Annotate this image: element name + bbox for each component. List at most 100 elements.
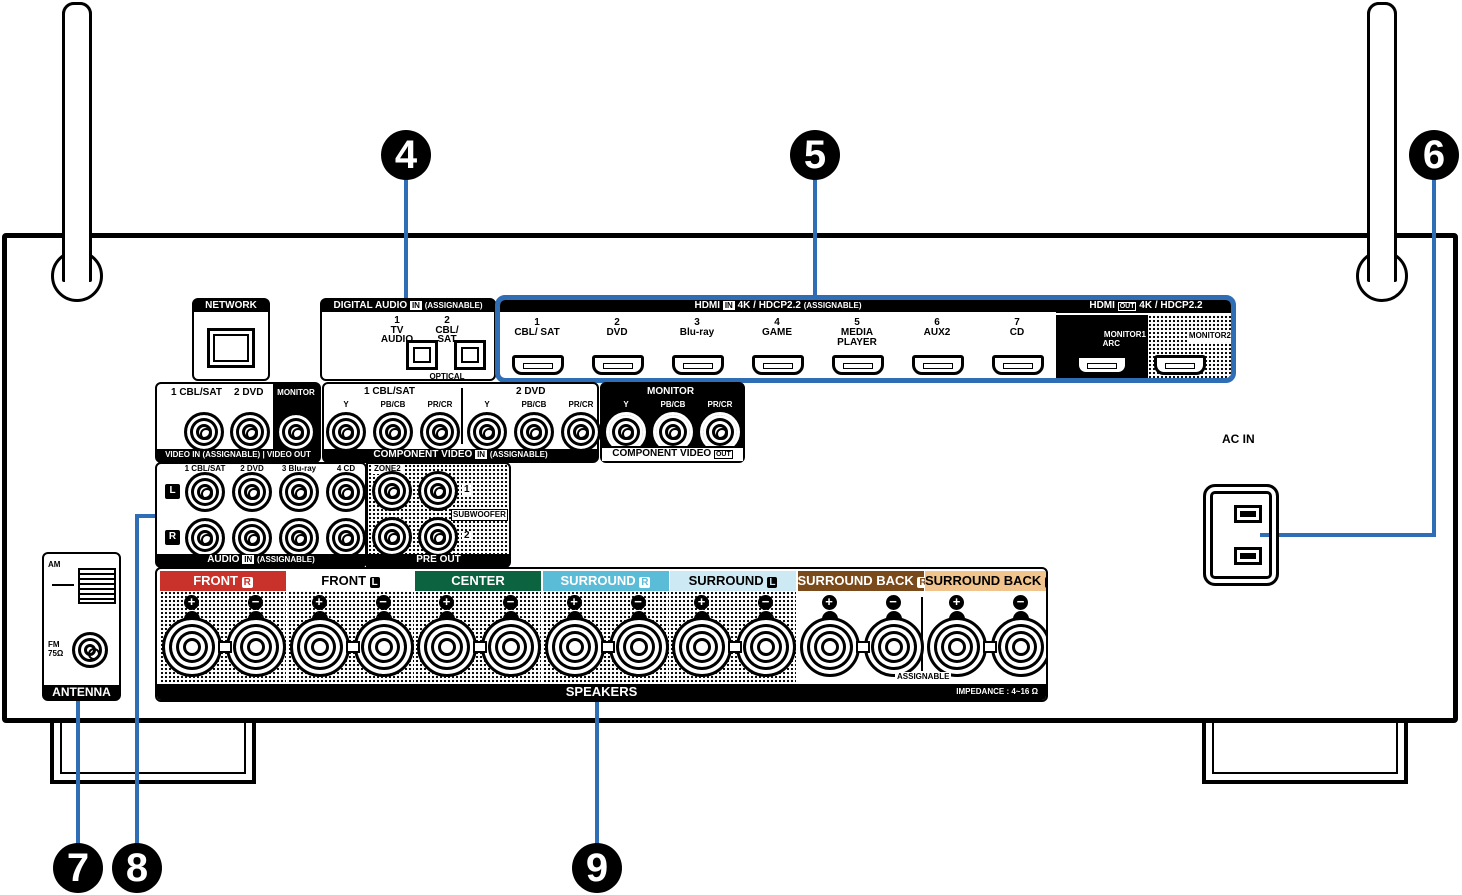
plus-icon: + (439, 595, 454, 610)
hdmi-out-monitor1-port[interactable] (1076, 355, 1128, 375)
ethernet-port[interactable] (207, 328, 255, 368)
video-label-2: 2 DVD (234, 387, 264, 398)
side-badge: R (917, 577, 929, 588)
speaker-terminal-1-minus[interactable] (226, 617, 286, 677)
component-in-channel-label: PR/CR (568, 400, 594, 409)
minus-icon: − (758, 595, 773, 610)
optical-1-num: 1 (394, 315, 400, 326)
component-in-jack[interactable] (467, 412, 507, 452)
video-in-jack-1[interactable] (184, 412, 224, 452)
subwoofer-jack-1[interactable] (418, 471, 458, 511)
speaker-terminal-2-minus[interactable] (353, 617, 414, 677)
hdmi-in-port-7[interactable] (992, 355, 1044, 375)
hdmi-out-title: HDMI OUT 4K / HDCP2.2 (1056, 300, 1231, 313)
hdmi-in-port-5[interactable] (832, 355, 884, 375)
audio-in-jack-r-3[interactable] (279, 518, 319, 558)
callout-line-8 (135, 514, 139, 850)
hdmi-in-port-4[interactable] (752, 355, 804, 375)
plus-icon: + (184, 595, 199, 610)
video-label-1: 1 CBL/SAT (171, 387, 222, 398)
terminal-link (728, 641, 742, 653)
speaker-terminal-4-minus[interactable] (608, 617, 669, 677)
hdmi-in-port-1[interactable] (512, 355, 564, 375)
zone2-jack-r[interactable] (372, 517, 412, 557)
component-in-jack[interactable] (561, 412, 601, 452)
audio-in-jack-l-4[interactable] (326, 472, 366, 512)
zone2-label: ZONE2 (372, 464, 403, 474)
side-badge: L (767, 577, 778, 588)
audio-in-jack-l-3[interactable] (279, 472, 319, 512)
audio-in-jack-l-2[interactable] (232, 472, 272, 512)
hdmi-in-port-2[interactable] (592, 355, 644, 375)
speaker-terminal-1-plus[interactable] (162, 617, 222, 677)
component-in-channel-label: PB/CB (380, 400, 406, 409)
antenna-left-rod (62, 2, 92, 282)
callout-5: 5 (790, 130, 840, 180)
minus-icon: − (885, 595, 901, 610)
speaker-terminal-4-plus[interactable] (544, 617, 605, 677)
side-badge: L (369, 577, 380, 588)
callout-line-4 (404, 175, 408, 298)
plus-icon: + (694, 595, 709, 610)
side-badge: L (1044, 577, 1046, 588)
component-group-2: 2 DVD (516, 386, 546, 397)
component-in-jack[interactable] (373, 412, 413, 452)
video-out-jack[interactable] (276, 412, 316, 452)
audio-left-badge: L (165, 484, 180, 499)
minus-icon: − (503, 595, 518, 610)
speaker-header-2: FRONT L (287, 571, 414, 591)
video-in-jack-2[interactable] (230, 412, 270, 452)
speaker-terminal-6-minus[interactable] (863, 617, 924, 677)
subwoofer-label: SUBWOOFER (451, 509, 508, 521)
component-in-jack[interactable] (326, 412, 366, 452)
audio-in-jack-r-4[interactable] (326, 518, 366, 558)
audio-in-jack-r-1[interactable] (185, 518, 225, 558)
component-out-jack[interactable] (653, 412, 693, 452)
speaker-terminal-2-plus[interactable] (289, 617, 350, 677)
zone2-jack-l[interactable] (372, 471, 412, 511)
speaker-terminal-3-minus[interactable] (481, 617, 541, 677)
audio-in-jack-l-1[interactable] (185, 472, 225, 512)
component-in-jack[interactable] (420, 412, 460, 452)
hdmi-in-port-6[interactable] (912, 355, 964, 375)
speaker-terminal-7-plus[interactable] (927, 617, 987, 677)
audio-in-jack-r-2[interactable] (232, 518, 272, 558)
am-terminal[interactable] (78, 568, 116, 604)
plus-icon: + (566, 595, 582, 610)
fm-jack[interactable] (72, 632, 108, 668)
minus-icon: − (630, 595, 646, 610)
speakers-title: SPEAKERS (565, 684, 638, 699)
speaker-terminal-6-plus[interactable] (799, 617, 860, 677)
antenna-footer: ANTENNA (44, 685, 119, 699)
component-in-jack[interactable] (514, 412, 554, 452)
callout-line-7 (76, 700, 80, 850)
antenna-panel: AM FM 75Ω ANTENNA (42, 552, 121, 701)
optical-port-1[interactable] (406, 340, 438, 370)
video-monitor-label: MONITOR (277, 388, 315, 397)
speaker-header-7: SURROUND BACK L (925, 571, 1046, 591)
speaker-terminal-5-minus[interactable] (736, 617, 796, 677)
subwoofer-jack-2[interactable] (418, 517, 458, 557)
terminal-link (473, 641, 487, 653)
hdmi-out-monitor2-port[interactable] (1154, 355, 1206, 375)
component-group-1: 1 CBL/SAT (364, 386, 415, 397)
component-out-footer: COMPONENT VIDEO OUT (602, 446, 743, 461)
callout-line-6 (1432, 175, 1436, 537)
hdmi-in-port-3[interactable] (672, 355, 724, 375)
ac-in-socket[interactable] (1203, 484, 1279, 586)
speaker-terminal-5-plus[interactable] (672, 617, 732, 677)
minus-icon: − (248, 595, 263, 610)
speaker-terminal-3-plus[interactable] (417, 617, 477, 677)
video-footer: VIDEO IN (ASSIGNABLE) | VIDEO OUT (157, 449, 319, 461)
component-divider (461, 388, 463, 444)
speaker-terminal-7-minus[interactable] (991, 617, 1046, 677)
assignable-label: ASSIGNABLE (895, 672, 952, 682)
hdmi-panel: HDMI IN 4K / HDCP2.2 (ASSIGNABLE) HDMI O… (495, 295, 1236, 383)
optical-port-2[interactable] (454, 340, 486, 370)
component-out-jack[interactable] (606, 412, 646, 452)
assignable-divider (921, 597, 923, 671)
audio-in-label-3: 3 Blu-ray (281, 464, 317, 473)
